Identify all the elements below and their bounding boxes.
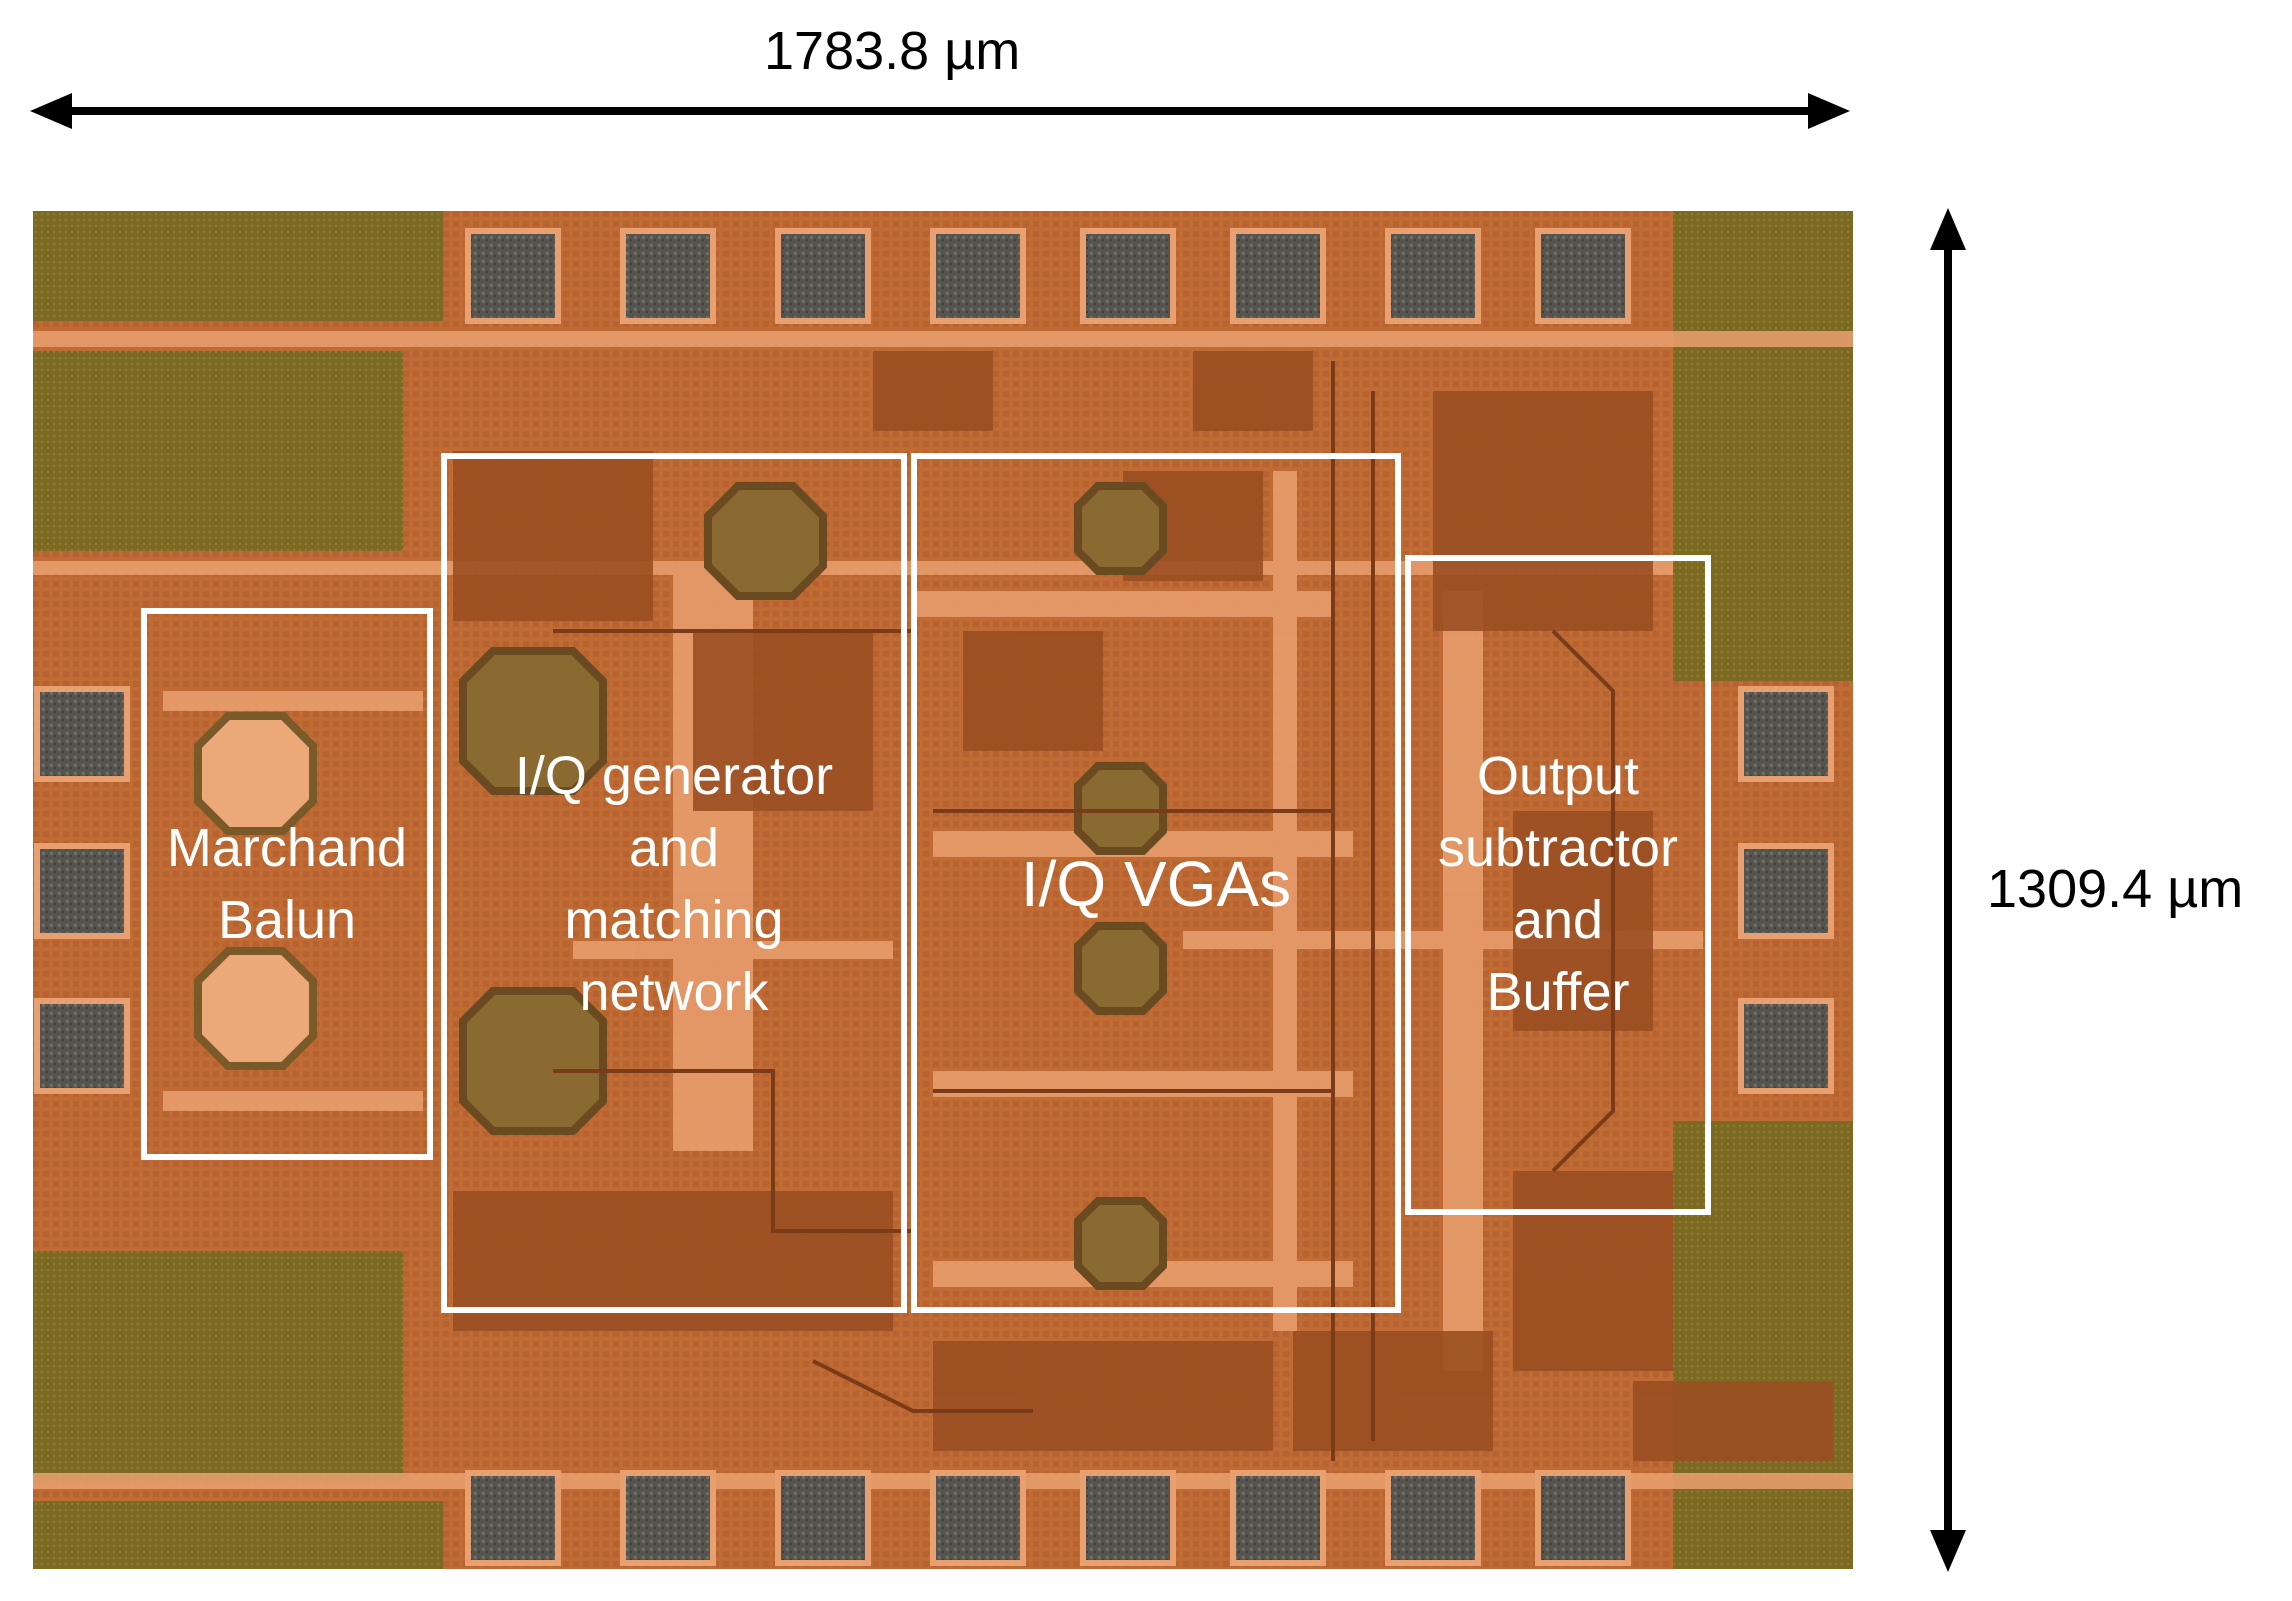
iq-vgas-label: I/Q VGAs bbox=[1020, 848, 1292, 920]
marchand-balun-label: Marchand Balun bbox=[166, 818, 408, 950]
output-buffer-box bbox=[1405, 555, 1711, 1215]
width-arrow bbox=[30, 93, 1850, 129]
iq-generator-box bbox=[441, 453, 907, 1313]
iq-vgas-box bbox=[911, 453, 1401, 1313]
width-dimension-label: 1783.8 µm bbox=[764, 21, 1021, 81]
output-buffer-label: Output subtractor and Buffer bbox=[1437, 746, 1679, 1022]
height-arrow bbox=[1930, 208, 1966, 1572]
chip-layout-drawing bbox=[33, 211, 1853, 1569]
height-dimension-label: 1309.4 µm bbox=[1987, 859, 2244, 919]
marchand-balun-box bbox=[141, 608, 433, 1160]
chip-micrograph bbox=[33, 211, 1853, 1569]
iq-generator-label: I/Q generator and matching network bbox=[514, 746, 834, 1022]
